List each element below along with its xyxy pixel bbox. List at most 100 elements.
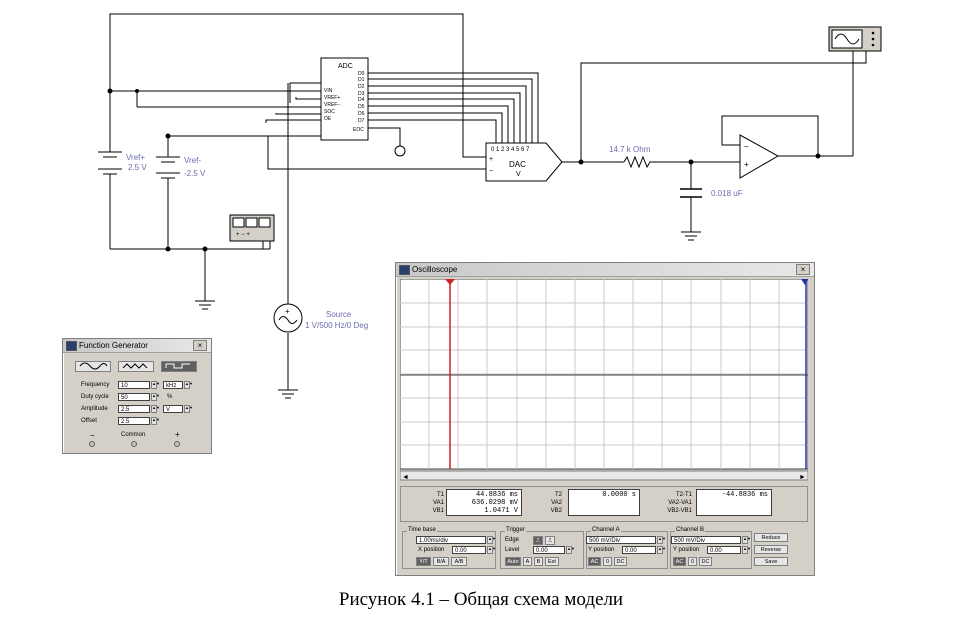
rising-edge-icon: ⎍ (536, 538, 540, 544)
triangle-wave-button[interactable] (118, 361, 154, 372)
sine-wave-button[interactable] (75, 361, 111, 372)
trigger-ext-button[interactable]: Ext (545, 557, 559, 566)
t2-labels: T2 VA2 VB2 (540, 491, 562, 515)
eoc-probe-icon (394, 145, 406, 157)
frequency-unit-spinner[interactable]: ▲▼ (184, 381, 193, 389)
channel-a-dc-button[interactable]: DC (614, 557, 627, 566)
ac-source-icon (273, 303, 303, 333)
mode-ab-button[interactable]: A/B (451, 557, 467, 566)
multimeter-icon: + − + (229, 214, 275, 242)
channel-a-scale-spinner[interactable]: ▲▼ (657, 536, 666, 544)
channel-b-ypos-field[interactable]: 0.00 (707, 546, 741, 554)
minus-terminal-label: − (90, 431, 95, 440)
channel-b-group: Channel B (670, 527, 752, 569)
reverse-button[interactable]: Reverse (754, 545, 788, 554)
adc-input-labels: VIN VREF+ VREF− SOC OE (324, 88, 340, 122)
channel-b-dc-button[interactable]: DC (699, 557, 712, 566)
vb2-label: VB2 (550, 508, 562, 514)
adc-pin-label: D1 (358, 77, 365, 83)
t2t1-labels: T2-T1 VA2-VA1 VB2-VB1 (658, 491, 692, 515)
adc-pin-label: D6 (358, 111, 365, 117)
channel-a-ypos-spinner[interactable]: ▲▼ (657, 546, 666, 554)
square-wave-button[interactable] (161, 361, 197, 372)
frequency-unit-select[interactable]: kHz (163, 381, 183, 389)
amplitude-unit-select[interactable]: V (163, 405, 183, 413)
mode-ba-button[interactable]: B/A (433, 557, 449, 566)
channel-a-scale-field[interactable]: 500 mV/Div (586, 536, 656, 544)
trigger-auto-button[interactable]: Auto (505, 557, 521, 566)
minus-terminal[interactable] (89, 441, 95, 447)
amplitude-field[interactable]: 2.5 (118, 405, 150, 413)
dac-block (485, 142, 563, 182)
trigger-a-button[interactable]: A (523, 557, 532, 566)
plus-terminal-label: + (175, 430, 180, 439)
offset-field[interactable]: 2.5 (118, 417, 150, 425)
va2va1-label: VA2-VA1 (668, 500, 692, 506)
save-button[interactable]: Save (754, 557, 788, 566)
adc-pin-label: D0 (358, 71, 365, 77)
oscilloscope-titlebar[interactable]: Oscilloscope × (396, 263, 814, 277)
timebase-scale-spinner[interactable]: ▲▼ (487, 536, 496, 544)
horizontal-scrollbar[interactable] (400, 470, 808, 481)
measurement-panel (400, 486, 808, 522)
vb1-value: 1.0471 V (484, 507, 518, 515)
t2-value: 0.0000 s (602, 491, 636, 499)
vref-minus-battery-icon (156, 156, 180, 179)
t1-labels: T1 VA1 VB1 (418, 491, 444, 515)
function-generator-title: Function Generator (79, 341, 148, 350)
function-generator-titlebar[interactable]: Function Generator × (63, 339, 211, 353)
adc-pin-label: D5 (358, 104, 365, 110)
adc-output-labels: D0 D1 D2 D3 D4 D5 D6 D7 EOC (353, 71, 365, 133)
triangle-icon (122, 363, 148, 369)
plus-terminal[interactable] (174, 441, 180, 447)
amplitude-spinner[interactable]: ▲▼ (151, 405, 160, 413)
timebase-xpos-field[interactable]: 0.00 (452, 546, 486, 554)
app-icon (66, 341, 77, 351)
ground-icon (278, 333, 298, 399)
channel-a-group: Channel A (586, 527, 668, 569)
frequency-label: Frequency (81, 382, 110, 388)
svg-text:−: − (744, 142, 749, 151)
adc-title: ADC (338, 63, 353, 70)
offset-spinner[interactable]: ▲▼ (151, 417, 160, 425)
trigger-b-button[interactable]: B (534, 557, 543, 566)
channel-a-ypos-field[interactable]: 0.00 (622, 546, 656, 554)
capacitor-value: 0.018 uF (711, 189, 743, 198)
function-generator-window: Function Generator × Frequency 10 ▲▼ kHz… (62, 338, 212, 454)
channel-b-scale-field[interactable]: 500 mV/Div (671, 536, 741, 544)
t2-cursor-handle[interactable] (801, 279, 808, 285)
channel-b-scale-spinner[interactable]: ▲▼ (742, 536, 751, 544)
duty-cycle-field[interactable]: 50 (118, 393, 150, 401)
common-terminal[interactable] (131, 441, 137, 447)
t2t1-value: -44.8836 ms (721, 491, 768, 499)
timebase-scale-field[interactable]: 1.00ms/div (416, 536, 486, 544)
source-name: Source (326, 310, 352, 319)
duty-cycle-spinner[interactable]: ▲▼ (151, 393, 160, 401)
va1-label: VA1 (433, 500, 444, 506)
channel-a-ac-button[interactable]: AC (588, 557, 601, 566)
resistor-icon (623, 155, 652, 169)
channel-a-zero-button[interactable]: 0 (603, 557, 612, 566)
offset-label: Offset (81, 418, 97, 424)
trigger-rising-edge-button[interactable]: ⎍ (533, 536, 543, 545)
channel-b-ac-button[interactable]: AC (673, 557, 686, 566)
trigger-falling-edge-button[interactable]: ⎍ (545, 536, 555, 545)
frequency-spinner[interactable]: ▲▼ (151, 381, 160, 389)
channel-b-zero-button[interactable]: 0 (688, 557, 697, 566)
close-button[interactable]: × (796, 264, 810, 275)
timebase-xpos-spinner[interactable]: ▲▼ (487, 546, 496, 554)
close-button[interactable]: × (193, 340, 207, 351)
va2-label: VA2 (551, 500, 562, 506)
mode-yt-button[interactable]: Y/T (416, 557, 431, 566)
t2t1-readout: -44.8836 ms (696, 489, 772, 516)
dac-pins: 0 1 2 3 4 5 6 7 (491, 147, 530, 153)
frequency-field[interactable]: 10 (118, 381, 150, 389)
trigger-level-field[interactable]: 0.00 (533, 546, 565, 554)
t1-cursor-handle[interactable] (445, 279, 455, 285)
reduce-button[interactable]: Reduce (754, 533, 788, 542)
amplitude-unit-spinner[interactable]: ▲▼ (184, 405, 193, 413)
opamp-icon (739, 134, 780, 179)
trigger-level-spinner[interactable]: ▲▼ (566, 546, 575, 554)
channel-b-ypos-spinner[interactable]: ▲▼ (742, 546, 751, 554)
capacitor-icon (680, 188, 702, 198)
